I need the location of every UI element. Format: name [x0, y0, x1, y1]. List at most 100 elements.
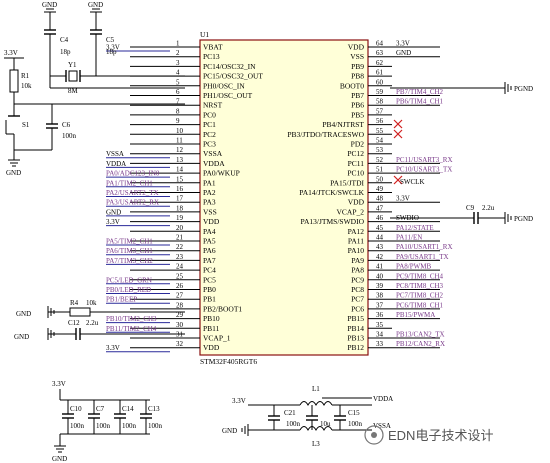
right-net-label: PC9/TIM8_CH4	[396, 272, 444, 280]
right-pin-number: 63	[376, 49, 384, 57]
c21-val: 100n	[286, 420, 301, 428]
left-pin-number: 15	[176, 175, 184, 183]
left-pin-number: 11	[176, 137, 183, 145]
right-pin-name: PA12	[348, 227, 365, 236]
cap-val: 100n	[70, 422, 85, 430]
y1-val: 8M	[68, 87, 79, 95]
left-pin-name: PC2	[203, 130, 216, 139]
right-pin-number: 35	[376, 321, 384, 329]
left-pin-name: PB11	[203, 324, 220, 333]
watermark: EDN电子技术设计	[364, 425, 493, 445]
right-pin-name: PA11	[348, 237, 364, 246]
right-net-label: 3.3V	[396, 195, 410, 203]
chip-body	[199, 39, 369, 356]
left-pin-name: PC4	[203, 266, 216, 275]
left-net-label: PA3/USART2_RX	[106, 199, 159, 207]
reset-circuit: 3.3V R1 10k S1 C6 100n GND	[4, 49, 185, 177]
right-pin-number: 50	[376, 175, 384, 183]
left-pin-number: 10	[176, 127, 184, 135]
c9-ref: C9	[466, 204, 475, 212]
right-pin-number: 36	[376, 311, 384, 319]
right-net-label: PC6/TIM8_CH1	[396, 301, 444, 309]
left-pin-number: 28	[176, 301, 184, 309]
vdda-label: VDDA	[373, 395, 393, 403]
right-net-label: PC8/TIM8_CH3	[396, 282, 444, 290]
left-pin-name: PC3	[203, 140, 216, 149]
right-net-label: GND	[396, 49, 411, 57]
right-pin-number: 34	[376, 331, 384, 339]
right-net-label: PA11/EN	[396, 234, 422, 242]
left-pin-number: 13	[176, 156, 184, 164]
right-pin-name: BOOT0	[340, 81, 364, 90]
right-net-label: PB7/TIM4_CH2	[396, 88, 444, 96]
left-net-label: PA2/USART2_TX	[106, 189, 159, 197]
swclk-side-label: SWCLK	[400, 178, 425, 186]
right-pin-number: 33	[376, 340, 384, 348]
left-pin-number: 27	[176, 292, 184, 300]
pgnd-top-label: PGND	[514, 85, 533, 93]
c12-val: 2.2u	[86, 319, 99, 327]
left-net-label: PC5/LED_GRN	[106, 276, 152, 284]
right-pin-name: PB12	[347, 343, 364, 352]
y1-ref: Y1	[68, 61, 77, 69]
right-pin-name: PC10	[347, 169, 364, 178]
analog-vcc-label: 3.3V	[232, 397, 246, 405]
left-pin-number: 16	[176, 185, 184, 193]
left-pin-number: 25	[176, 272, 184, 280]
vssa-label: VSSA	[373, 422, 391, 430]
left-pin-name: PB10	[203, 314, 220, 323]
right-pin-number: 61	[376, 69, 384, 77]
left-pin-number: 26	[176, 282, 184, 290]
right-net-label: PB12/CAN2_RX	[396, 340, 445, 348]
right-net-label: 3.3V	[396, 40, 410, 48]
right-pin-number: 56	[376, 117, 384, 125]
right-net-label: PB6/TIM4_CH1	[396, 98, 444, 106]
right-pin-name: PA14/JTCK/SWCLK	[299, 188, 364, 197]
left-pin-number: 23	[176, 253, 184, 261]
left-pin-name: PH1/OSC_OUT	[203, 91, 253, 100]
right-net-label: PB13/CAN2_TX	[396, 331, 445, 339]
left-pin-name: VSS	[203, 207, 217, 216]
right-pin-name: PB14	[347, 324, 364, 333]
left-pin-name: PB2/BOOT1	[203, 304, 242, 313]
right-pin-name: PB6	[351, 101, 364, 110]
left-pin-number: 7	[176, 98, 180, 106]
right-pin-number: 57	[376, 107, 384, 115]
left-net-label: 3.3V	[106, 218, 120, 226]
right-pin-number: 60	[376, 78, 384, 86]
right-pin-number: 55	[376, 127, 384, 135]
left-pin-name: VDD	[203, 343, 220, 352]
cap-ref: C10	[70, 405, 82, 413]
left-pin-name: VDD	[203, 217, 220, 226]
left-pin-name: PH0/OSC_IN	[203, 81, 245, 90]
c12-ref: C12	[68, 319, 80, 327]
pgnd-mid-label: PGND	[514, 215, 533, 223]
left-pin-number: 21	[176, 234, 184, 242]
left-pin-name: PA3	[203, 198, 216, 207]
boot-r-ref: R4	[70, 299, 79, 307]
right-pin-number: 48	[376, 195, 384, 203]
left-pin-name: PA2	[203, 188, 216, 197]
right-pin-name: PB7	[351, 91, 364, 100]
left-pin-name: PA6	[203, 246, 216, 255]
left-pin-number: 17	[176, 195, 184, 203]
right-pin-name: PD2	[351, 140, 365, 149]
right-pin-name: PB3/JTDO/TRACESWO	[287, 130, 364, 139]
right-net-label: PC10/USART3_TX	[396, 166, 452, 174]
left-pin-name: PA4	[203, 227, 216, 236]
cap-ref: C13	[148, 405, 160, 413]
right-pin-name: PB4/NJTRST	[322, 120, 364, 129]
left-net-label: PB11/TIM2_CH4	[106, 325, 157, 333]
left-pin-name: VDDA	[203, 159, 225, 168]
left-pin-number: 4	[176, 69, 180, 77]
left-pin-number: 20	[176, 224, 184, 232]
left-pin-number: 2	[176, 49, 180, 57]
left-pin-name: VCAP_1	[203, 334, 231, 343]
right-pin-number: 59	[376, 88, 384, 96]
right-net-label: PA10/USART1_RX	[396, 243, 453, 251]
right-pin-name: PC12	[347, 149, 364, 158]
right-pin-number: 44	[376, 234, 384, 242]
cap-ref: C14	[122, 405, 134, 413]
